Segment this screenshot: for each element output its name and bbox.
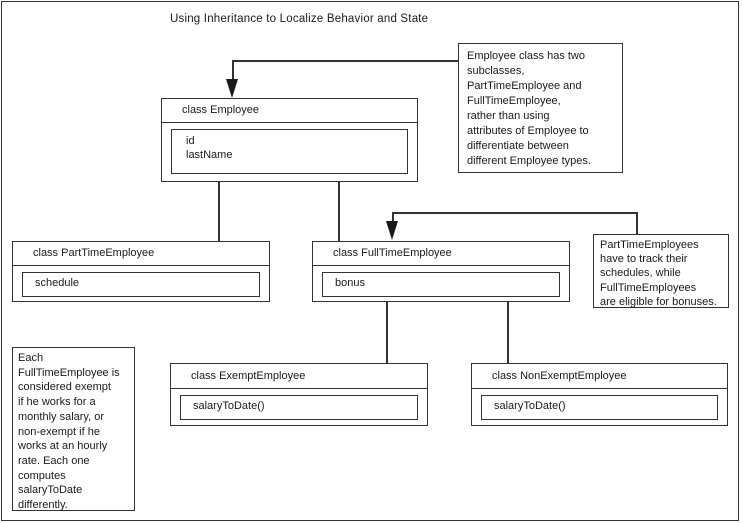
note-exempt-nonexempt: Each FullTimeEmployee is considered exem… <box>12 347 135 511</box>
class-box-parttimeemployee: class PartTimeEmployee schedule <box>12 241 270 302</box>
callout-line-note2-stub <box>392 212 394 222</box>
arrowhead-down-icon <box>226 79 238 98</box>
note-employee-subclasses: Employee class has two subclasses, PartT… <box>458 43 623 173</box>
attribute-lastname: lastName <box>186 149 233 161</box>
attribute-schedule: schedule <box>35 276 80 289</box>
attribute-salarytodate: salaryToDate() <box>193 400 265 412</box>
connector-employee-parttimeemployee <box>218 182 220 241</box>
class-title-fulltimeemployee: class FullTimeEmployee <box>313 242 569 266</box>
attributes-employee: id lastName <box>171 128 408 174</box>
connector-employee-fulltimeemployee <box>338 182 340 241</box>
class-title-parttimeemployee: class PartTimeEmployee <box>13 242 269 266</box>
callout-line-note1-v <box>232 60 234 80</box>
attribute-salarytodate: salaryToDate() <box>494 400 566 412</box>
class-title-exemptemployee: class ExemptEmployee <box>171 364 427 389</box>
arrowhead-down-icon <box>386 221 398 240</box>
class-box-fulltimeemployee: class FullTimeEmployee bonus <box>312 241 570 302</box>
attributes-nonexemptemployee: salaryToDate() <box>481 395 718 420</box>
note-schedules-bonuses: PartTimeEmployees have to track their sc… <box>593 234 729 308</box>
callout-line-note2-h <box>392 212 637 214</box>
connector-fulltimeemployee-nonexemptemployee <box>507 302 509 363</box>
callout-line-note1-h <box>232 60 458 62</box>
attributes-fulltimeemployee: bonus <box>322 271 560 297</box>
attribute-bonus: bonus <box>335 276 365 289</box>
class-title-nonexemptemployee: class NonExemptEmployee <box>472 364 727 389</box>
class-box-nonexemptemployee: class NonExemptEmployee salaryToDate() <box>471 363 728 426</box>
class-box-exemptemployee: class ExemptEmployee salaryToDate() <box>170 363 428 426</box>
connector-fulltimeemployee-exemptemployee <box>386 302 388 363</box>
class-box-employee: class Employee id lastName <box>161 98 418 182</box>
class-title-employee: class Employee <box>162 99 417 123</box>
attribute-id: id <box>186 134 195 147</box>
attributes-exemptemployee: salaryToDate() <box>180 395 418 420</box>
diagram-title: Using Inheritance to Localize Behavior a… <box>170 13 429 25</box>
attributes-parttimeemployee: schedule <box>22 271 260 297</box>
callout-line-note2-v <box>636 212 638 234</box>
